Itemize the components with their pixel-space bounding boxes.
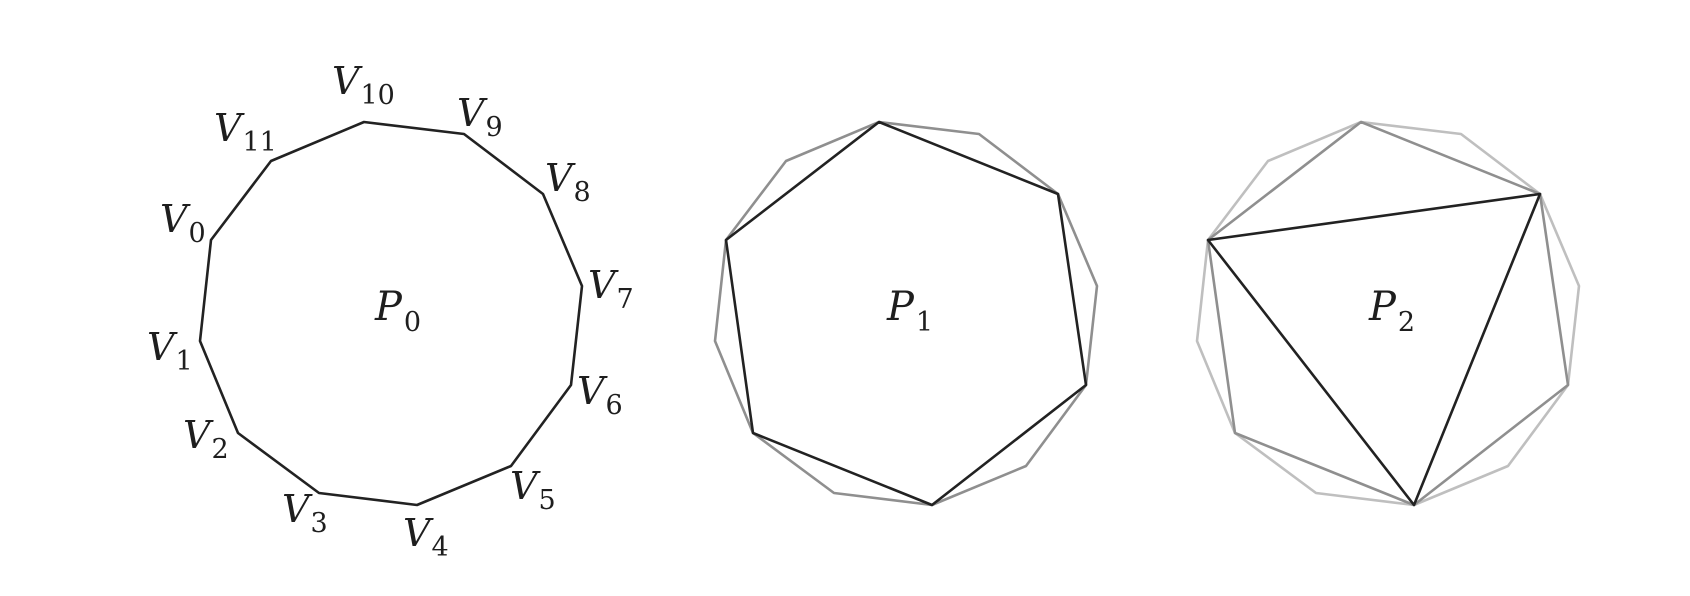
polygon-p1-outline: [724, 120, 1088, 507]
vertex-label-v6: V6: [577, 369, 623, 421]
vertex-label-v3: V3: [282, 487, 328, 539]
polygon-label-p1: P1: [886, 284, 933, 338]
polygon-p0-outline: [198, 120, 584, 507]
polygon-label-p0: P0: [374, 284, 421, 338]
vertex-label-v10: V10: [332, 59, 395, 111]
background-polygon-6-gon: [1206, 120, 1570, 507]
vertex-label-v9: V9: [457, 91, 503, 143]
polygon-label-p2: P2: [1368, 284, 1415, 338]
polygon-panel-p1: P1: [713, 120, 1099, 507]
vertex-label-v7: V7: [588, 263, 634, 315]
polygon-panel-p2: P2: [1195, 120, 1581, 507]
vertex-label-v1: V1: [147, 325, 193, 377]
vertex-label-v8: V8: [545, 156, 591, 208]
polygon-p2-outline: [1206, 192, 1542, 507]
vertex-label-v11: V11: [214, 106, 277, 158]
vertex-label-v5: V5: [510, 464, 556, 516]
vertex-label-v4: V4: [403, 511, 449, 563]
vertex-label-v0: V0: [160, 197, 206, 249]
vertex-label-v2: V2: [183, 413, 229, 465]
